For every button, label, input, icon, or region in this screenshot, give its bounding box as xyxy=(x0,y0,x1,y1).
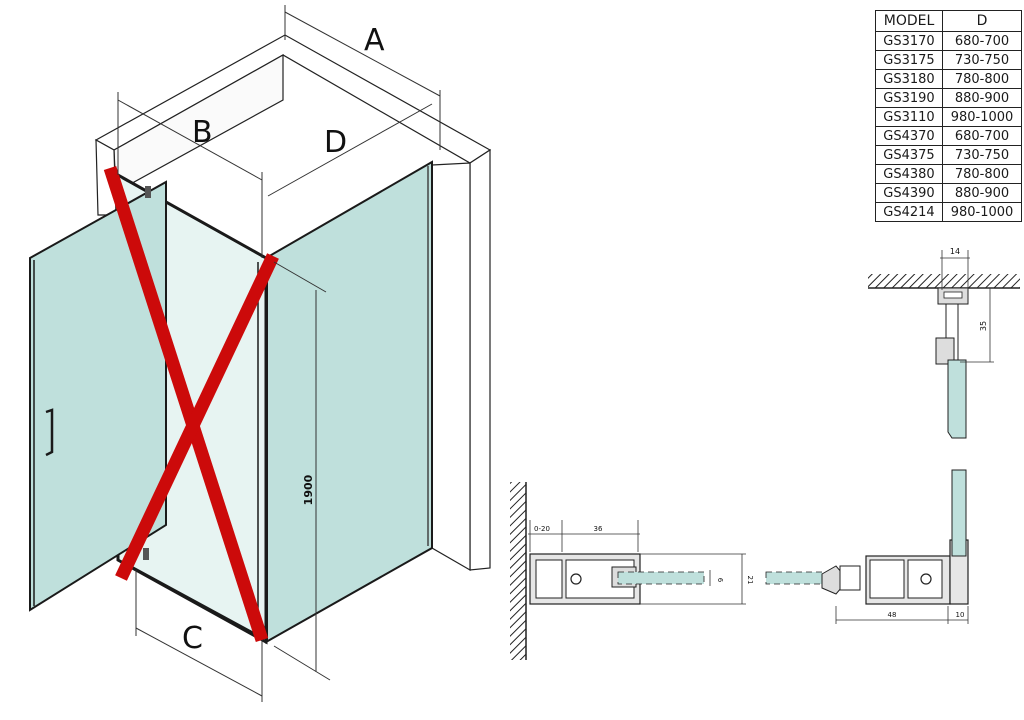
d-cell: 880-900 xyxy=(942,183,1022,203)
dimensions xyxy=(117,5,441,702)
model-table-header: MODEL D xyxy=(875,10,1022,32)
side-panel xyxy=(264,160,433,644)
wall-hatch xyxy=(510,482,526,660)
right-wall-face xyxy=(431,162,471,572)
header-d: D xyxy=(942,10,1022,32)
dim-label-a: A xyxy=(364,23,385,58)
right-wall-edge xyxy=(469,148,491,571)
model-cell: GS3190 xyxy=(875,88,943,108)
door-handle xyxy=(45,408,54,457)
top-height-label: 35 xyxy=(979,321,988,331)
ceiling-hatch xyxy=(868,274,1020,288)
side-glass xyxy=(265,160,433,644)
model-cell: GS3180 xyxy=(875,69,943,89)
d-cell: 730-750 xyxy=(942,145,1022,165)
dim-label-b: B xyxy=(192,115,213,150)
dim-label-d: D xyxy=(324,125,347,160)
model-cell: GS4370 xyxy=(875,126,943,146)
top-profile-detail xyxy=(868,250,1020,439)
header-model: MODEL xyxy=(875,10,943,32)
model-cell: GS4380 xyxy=(875,164,943,184)
cross-line-2 xyxy=(115,253,279,581)
profile-height-label: 21 xyxy=(746,576,754,585)
corner-width-label: 10 xyxy=(956,611,965,619)
lower-hinge xyxy=(143,548,149,560)
d-cell: 780-800 xyxy=(942,164,1022,184)
d-cell: 730-750 xyxy=(942,50,1022,70)
wall-profile-detail xyxy=(510,482,746,660)
walls xyxy=(94,34,492,572)
dim-label-height: 1900 xyxy=(302,474,315,505)
corner-depth-label: 48 xyxy=(888,611,897,619)
adjust-label: 0-20 xyxy=(534,525,550,533)
upper-hinge xyxy=(145,186,151,198)
model-cell: GS4214 xyxy=(875,202,943,222)
dim-label-c: C xyxy=(182,621,203,656)
cross-line-1 xyxy=(103,166,269,642)
d-cell: 880-900 xyxy=(942,88,1022,108)
model-cell: GS3110 xyxy=(875,107,943,127)
red-cross xyxy=(103,166,279,642)
model-cell: GS4390 xyxy=(875,183,943,203)
top-width-label: 14 xyxy=(950,247,960,256)
d-cell: 780-800 xyxy=(942,69,1022,89)
model-cell: GS3175 xyxy=(875,50,943,70)
d-cell: 680-700 xyxy=(942,126,1022,146)
d-cell: 680-700 xyxy=(942,31,1022,51)
profile-depth-label: 36 xyxy=(594,525,603,533)
glass-thickness-label: 6 xyxy=(716,578,724,583)
model-cell: GS3170 xyxy=(875,31,943,51)
model-cell: GS4375 xyxy=(875,145,943,165)
corner-profile-detail xyxy=(765,469,969,624)
d-cell: 980-1000 xyxy=(942,107,1022,127)
d-cell: 980-1000 xyxy=(942,202,1022,222)
